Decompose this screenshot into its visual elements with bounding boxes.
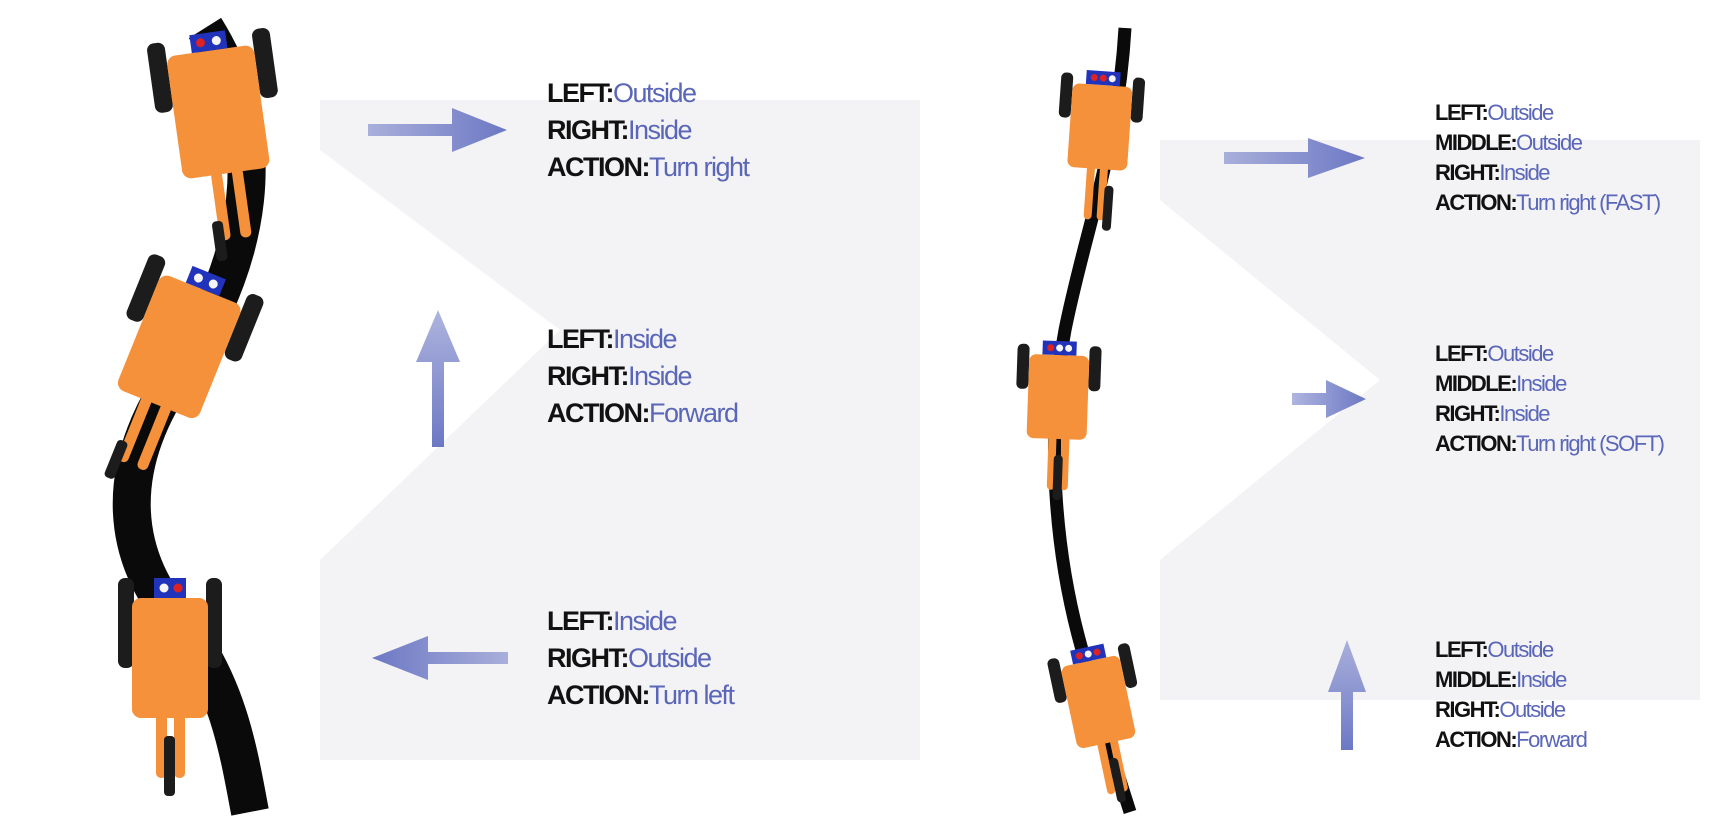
sensor-value: Inside bbox=[1516, 371, 1567, 396]
sensor-key: RIGHT: bbox=[1435, 160, 1501, 185]
sensor-value: Outside bbox=[1487, 637, 1554, 662]
arrow-up-icon bbox=[416, 310, 460, 447]
sensor-value: Outside bbox=[628, 643, 712, 673]
robot-icon bbox=[104, 254, 264, 479]
action-value: Turn right (FAST) bbox=[1516, 190, 1661, 215]
sensor-key: MIDDLE: bbox=[1435, 371, 1518, 396]
action-value: Turn right bbox=[648, 152, 750, 182]
robot-icon bbox=[1016, 340, 1102, 501]
sensor-key: MIDDLE: bbox=[1435, 667, 1518, 692]
sensor-value: Outside bbox=[1499, 697, 1566, 722]
action-value: Turn right (SOFT) bbox=[1516, 431, 1665, 456]
sensor-key: RIGHT: bbox=[1435, 697, 1501, 722]
case-label-turn-right: LEFT:Outside RIGHT:Inside ACTION:Turn ri… bbox=[547, 75, 750, 186]
sensor-value: Inside bbox=[628, 115, 693, 145]
sensor-value: Inside bbox=[613, 606, 678, 636]
sensor-value: Inside bbox=[1499, 160, 1550, 185]
action-key: ACTION: bbox=[1435, 431, 1518, 456]
action-key: ACTION: bbox=[547, 152, 650, 182]
sensor-key: RIGHT: bbox=[547, 361, 630, 391]
sensor-value: Outside bbox=[1487, 341, 1554, 366]
sensor-key: RIGHT: bbox=[547, 643, 630, 673]
sensor-value: Inside bbox=[613, 324, 678, 354]
arrow-right-icon bbox=[1292, 380, 1366, 418]
background-watermark bbox=[320, 100, 1700, 760]
sensor-value: Inside bbox=[628, 361, 693, 391]
sensor-value: Outside bbox=[1487, 100, 1554, 125]
arrow-left-icon bbox=[372, 636, 508, 680]
sensor-value: Outside bbox=[613, 78, 697, 108]
robot-icon bbox=[1058, 69, 1146, 231]
sensor-key: RIGHT: bbox=[1435, 401, 1501, 426]
case-label-forward-three: LEFT:Outside MIDDLE:Inside RIGHT:Outside… bbox=[1435, 635, 1588, 755]
action-value: Forward bbox=[1516, 727, 1588, 752]
sensor-key: LEFT: bbox=[1435, 637, 1489, 662]
sensor-key: MIDDLE: bbox=[1435, 130, 1518, 155]
robot-icon bbox=[118, 578, 222, 796]
sensor-key: LEFT: bbox=[547, 78, 615, 108]
case-label-turn-right-fast: LEFT:Outside MIDDLE:Outside RIGHT:Inside… bbox=[1435, 98, 1661, 218]
sensor-key: LEFT: bbox=[1435, 100, 1489, 125]
arrow-right-icon bbox=[1224, 138, 1365, 178]
case-label-turn-right-soft: LEFT:Outside MIDDLE:Inside RIGHT:Inside … bbox=[1435, 339, 1665, 459]
sensor-value: Outside bbox=[1516, 130, 1583, 155]
sensor-key: LEFT: bbox=[547, 324, 615, 354]
action-key: ACTION: bbox=[547, 398, 650, 428]
action-value: Forward bbox=[648, 398, 739, 428]
sensor-value: Inside bbox=[1516, 667, 1567, 692]
robot-icon bbox=[1047, 643, 1138, 803]
action-key: ACTION: bbox=[547, 680, 650, 710]
robot-icon bbox=[147, 28, 278, 262]
case-label-turn-left: LEFT:Inside RIGHT:Outside ACTION:Turn le… bbox=[547, 603, 735, 714]
track-left bbox=[112, 17, 269, 816]
case-label-forward: LEFT:Inside RIGHT:Inside ACTION:Forward bbox=[547, 321, 739, 432]
action-value: Turn left bbox=[648, 680, 735, 710]
arrow-up-icon bbox=[1328, 640, 1366, 750]
action-key: ACTION: bbox=[1435, 190, 1518, 215]
sensor-key: LEFT: bbox=[1435, 341, 1489, 366]
sensor-key: RIGHT: bbox=[547, 115, 630, 145]
sensor-value: Inside bbox=[1499, 401, 1550, 426]
arrow-right-icon bbox=[368, 108, 507, 152]
sensor-key: LEFT: bbox=[547, 606, 615, 636]
action-key: ACTION: bbox=[1435, 727, 1518, 752]
